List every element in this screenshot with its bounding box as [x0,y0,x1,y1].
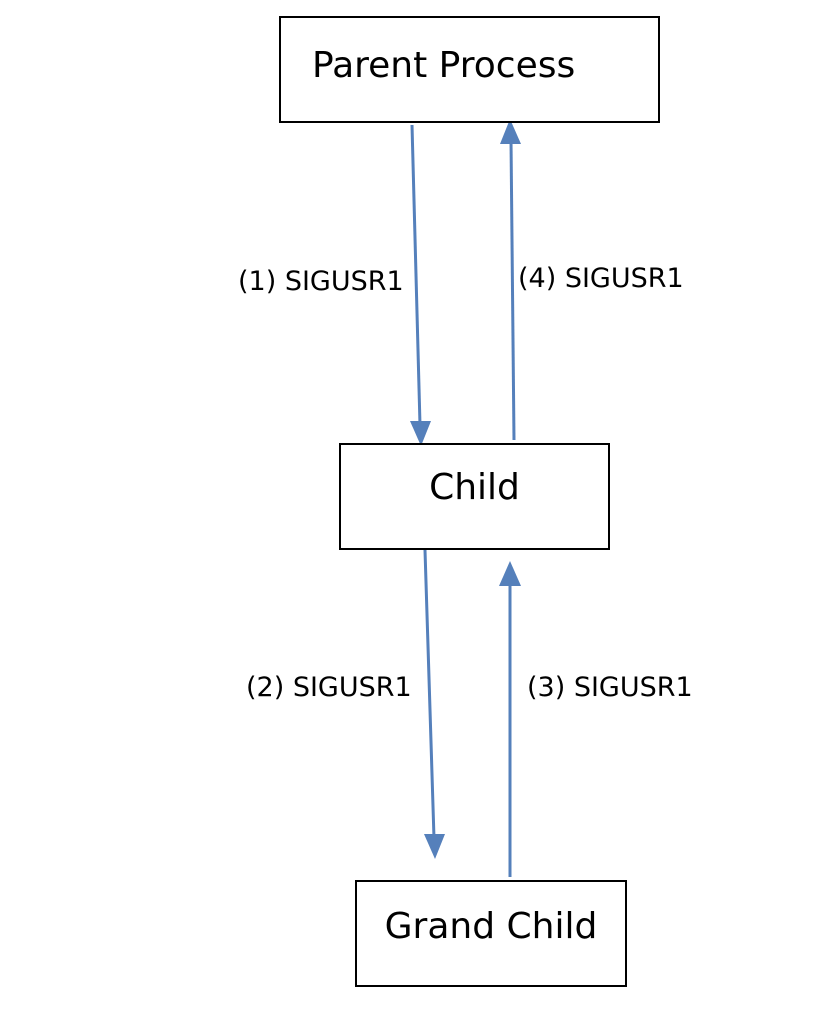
child-node: Child [339,443,610,550]
child-label: Child [429,467,520,508]
parent-process-label: Parent Process [312,45,576,86]
grand-child-node: Grand Child [355,880,627,987]
edge-label-signal-2: (2) SIGUSR1 [246,672,412,703]
grand-child-label: Grand Child [384,906,598,947]
edge-label-signal-4: (4) SIGUSR1 [518,263,684,294]
arrow-signal-2 [423,549,445,859]
arrow-signal-3 [499,561,521,877]
arrow-signal-1 [410,124,431,446]
edge-label-signal-1: (1) SIGUSR1 [238,266,404,297]
parent-process-node: Parent Process [279,16,660,123]
edge-label-signal-3: (3) SIGUSR1 [527,672,693,703]
arrow-signal-4 [500,119,521,441]
